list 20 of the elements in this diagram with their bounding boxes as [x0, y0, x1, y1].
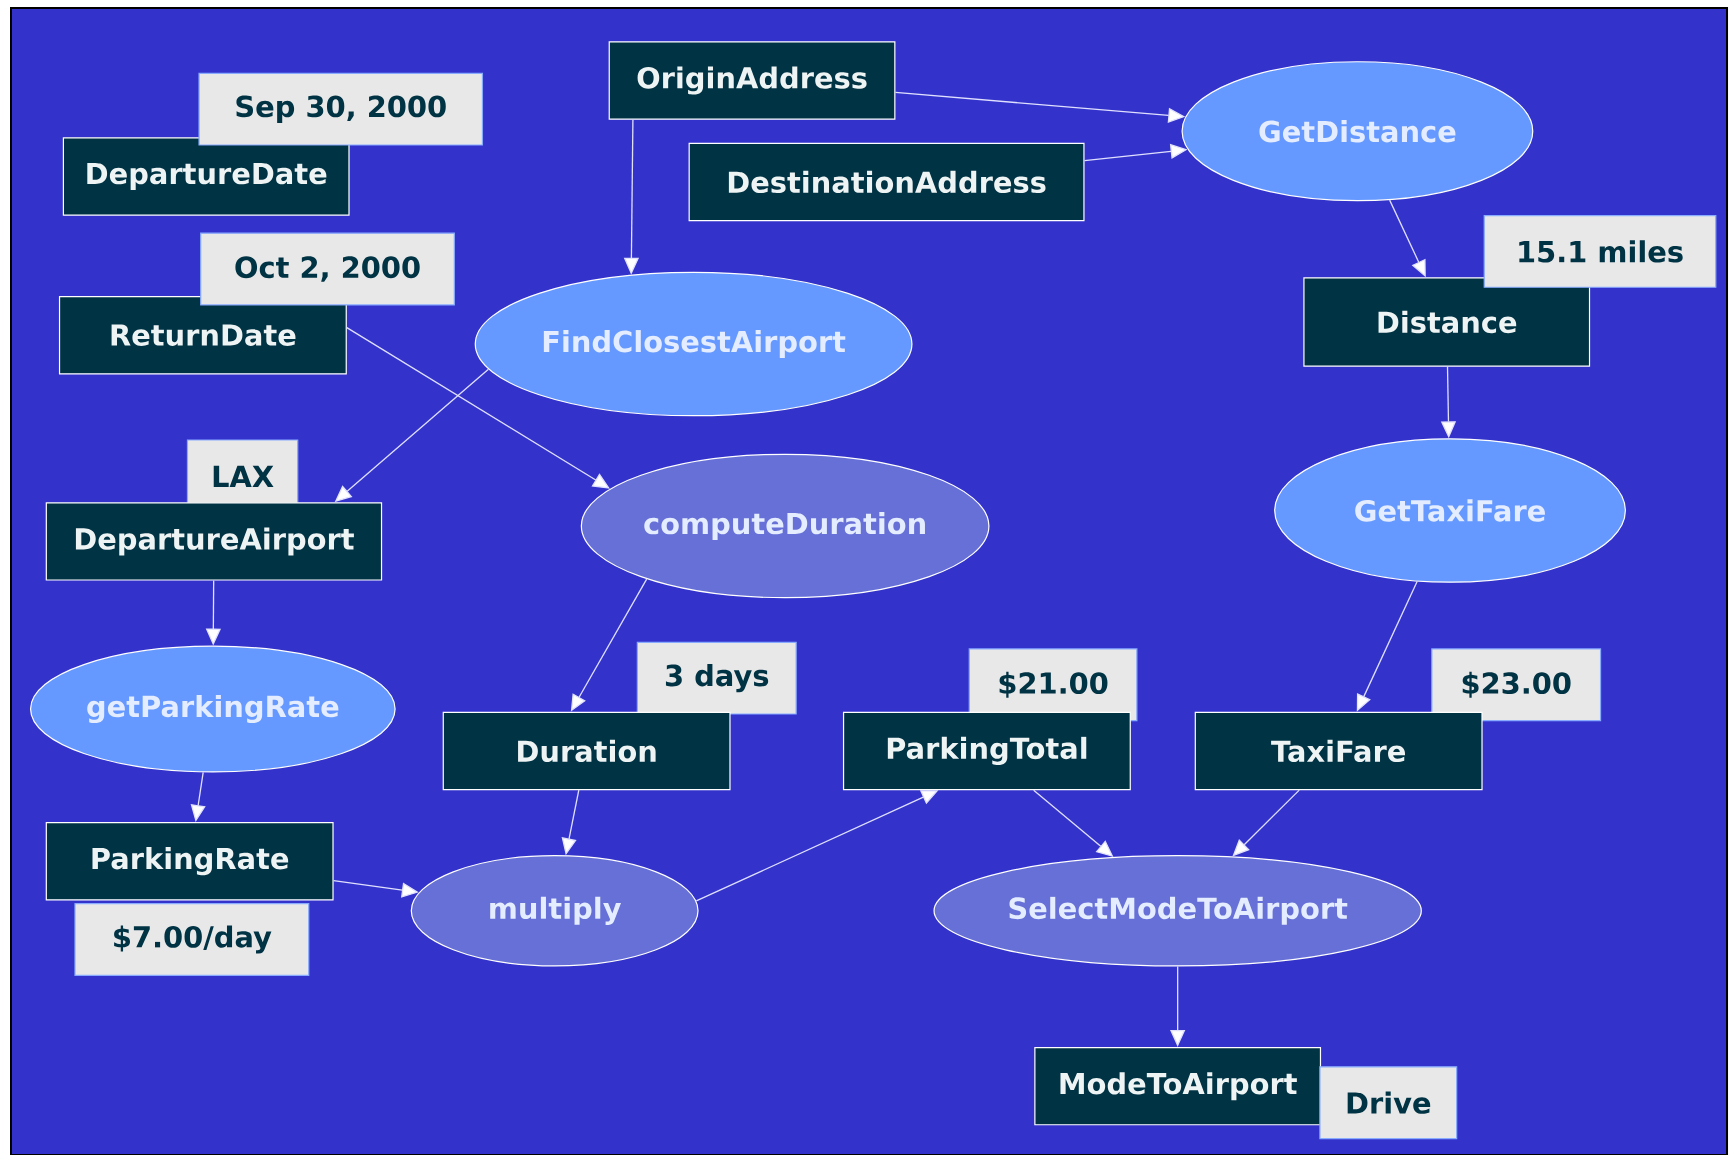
value-box: Oct 2, 2000: [200, 232, 455, 306]
data-box: ParkingRate: [45, 822, 334, 901]
data-box: ReturnDate: [58, 296, 347, 375]
data-box: TaxiFare: [1194, 711, 1483, 791]
arrow: [190, 771, 206, 822]
data-box: ParkingTotal: [842, 711, 1131, 791]
value-box: $7.00/day: [74, 903, 310, 976]
value-box: Sep 30, 2000: [198, 72, 484, 146]
data-box: ModeToAirport: [1034, 1046, 1322, 1126]
arrow: [346, 327, 610, 489]
data-box: DepartureAirport: [45, 502, 383, 581]
data-box: DepartureDate: [62, 137, 350, 216]
data-box: Distance: [1303, 277, 1591, 367]
value-box: $23.00: [1431, 648, 1602, 722]
value-box: 3 days: [636, 641, 797, 715]
data-box: OriginAddress: [608, 41, 896, 120]
data-box: Duration: [442, 711, 731, 791]
value-box: 15.1 miles: [1483, 215, 1717, 288]
data-box: DestinationAddress: [688, 142, 1085, 222]
value-box: Drive: [1319, 1066, 1458, 1140]
